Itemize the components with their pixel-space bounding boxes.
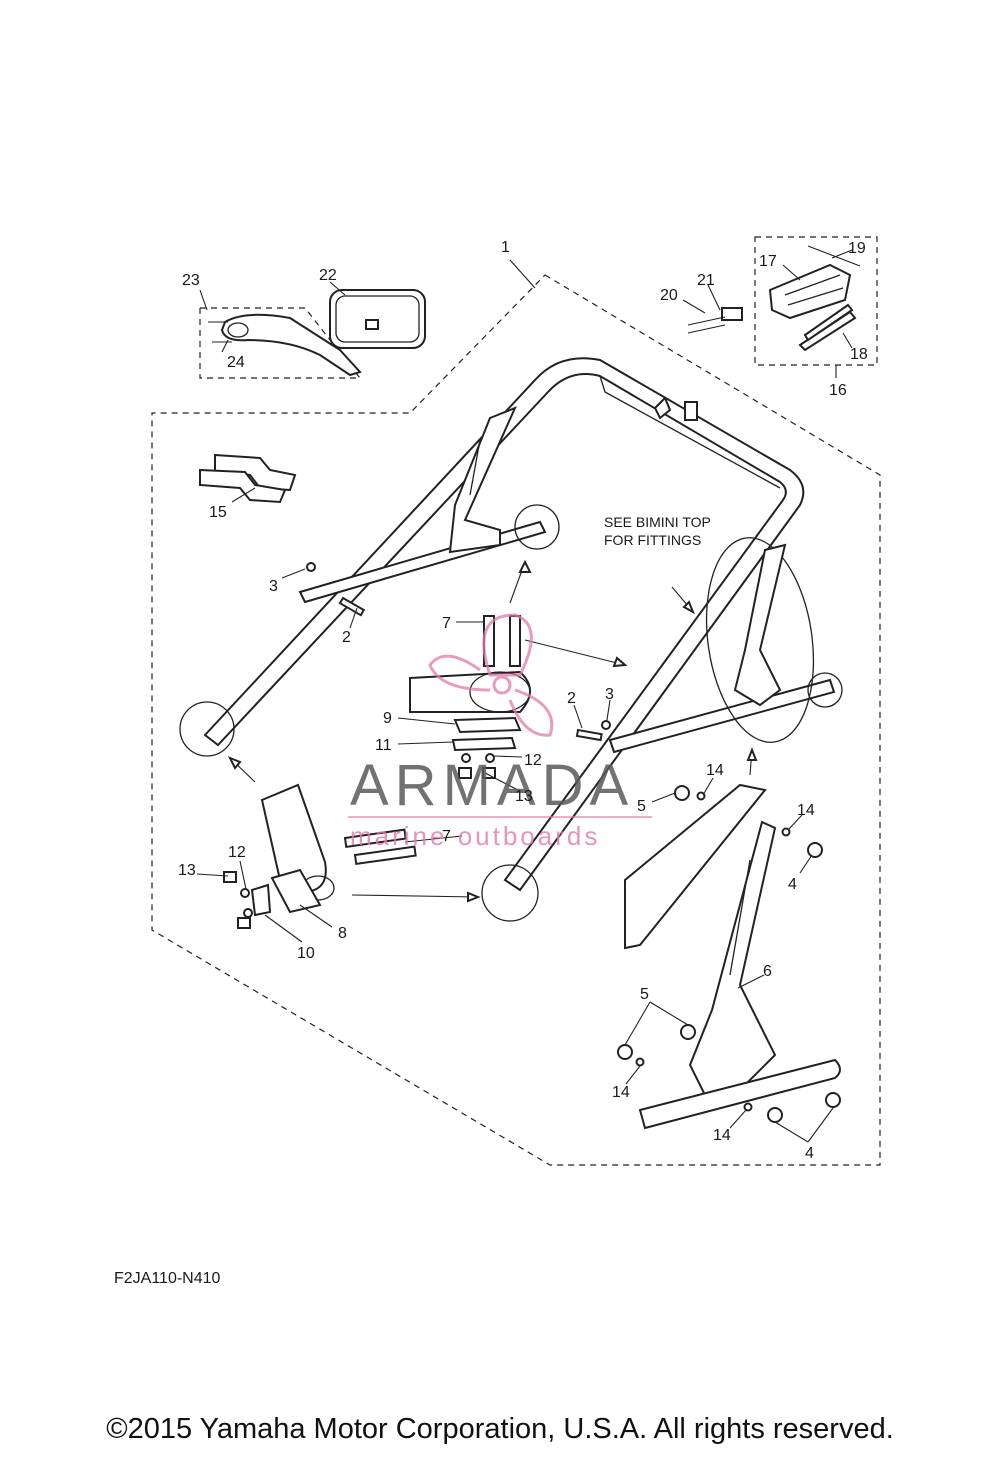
bimini-rack-brackets	[199, 453, 297, 504]
callout-5-upper: 5	[637, 798, 646, 815]
callout-1: 1	[501, 239, 510, 256]
small-hardware	[208, 316, 726, 742]
rack-group-boundary	[754, 236, 878, 366]
callout-24: 24	[227, 354, 245, 371]
detail-circle-left	[179, 701, 235, 757]
callout-12-center: 12	[524, 752, 542, 769]
lower-brace	[617, 783, 841, 1130]
callout-2-left: 2	[342, 629, 351, 646]
callout-2-right: 2	[567, 690, 576, 707]
assembly-boundary	[151, 274, 881, 1166]
callout-18: 18	[850, 346, 868, 363]
callout-6: 6	[763, 963, 772, 980]
callout-11: 11	[375, 737, 392, 754]
detail-circle-lower	[481, 864, 539, 922]
assembly-arrows	[227, 559, 758, 903]
callout-labels: 1 23 22 24 15 3 2 7 9 11 12 13 7 12 13 8…	[178, 239, 868, 1162]
callout-13-center: 13	[515, 788, 533, 805]
callout-7-upper: 7	[442, 615, 451, 632]
callout-9: 9	[383, 710, 392, 727]
callout-4-upper: 4	[788, 876, 797, 893]
detail-ellipse-brace	[705, 537, 815, 743]
propeller-logo	[428, 613, 554, 737]
mirror-group-boundary	[199, 307, 362, 379]
callout-15: 15	[209, 504, 227, 521]
callout-4-lower: 4	[805, 1145, 814, 1162]
callout-14-b: 14	[797, 802, 815, 819]
callout-14-c: 14	[612, 1084, 630, 1101]
callout-14-d: 14	[713, 1127, 731, 1144]
copyright-notice: ©2015 Yamaha Motor Corporation, U.S.A. A…	[106, 1413, 894, 1445]
callout-14-a: 14	[706, 762, 724, 779]
watermark-brand: ARMADA	[350, 753, 634, 818]
drawing-code: F2JA110-N410	[114, 1270, 221, 1287]
leader-lines	[196, 249, 853, 1143]
mirror-bracket	[220, 313, 362, 377]
callout-12-left: 12	[228, 844, 246, 861]
callout-21: 21	[697, 272, 715, 289]
callout-23: 23	[182, 272, 200, 289]
callout-13-left: 13	[178, 862, 196, 879]
callout-17: 17	[759, 253, 777, 270]
callout-19: 19	[848, 240, 866, 257]
callout-16: 16	[829, 382, 847, 399]
callout-3-right: 3	[605, 686, 614, 703]
callout-7-lower: 7	[442, 828, 451, 845]
wakeboard-rack	[721, 245, 861, 352]
lower-tube-clamp	[223, 783, 417, 929]
callout-22: 22	[319, 267, 337, 284]
bimini-note-line2: FOR FITTINGS	[604, 532, 701, 548]
callout-3-left: 3	[269, 578, 278, 595]
detail-circle-upper-right	[514, 504, 560, 550]
callout-8: 8	[338, 925, 347, 942]
callout-5-lower: 5	[640, 986, 649, 1003]
watermark: ARMADA marine outboards	[348, 613, 652, 851]
callout-20: 20	[660, 287, 678, 304]
clamp-assembly	[409, 615, 531, 779]
watermark-tagline: marine outboards	[350, 821, 600, 851]
detail-circle-right-end	[807, 672, 843, 708]
left-brace	[448, 406, 517, 554]
mirror	[329, 289, 426, 349]
callout-10: 10	[297, 945, 315, 962]
bimini-note-line1: SEE BIMINI TOP	[604, 514, 711, 530]
